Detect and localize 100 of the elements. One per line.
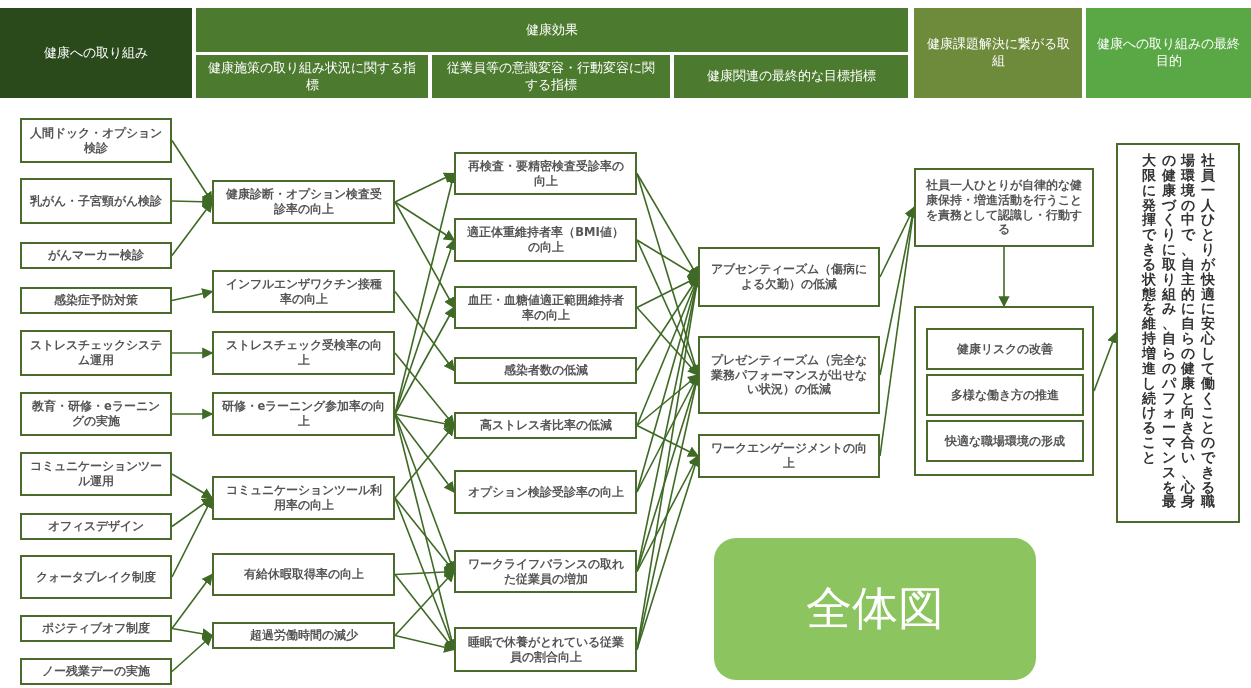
box-text: がんマーカー検診 [48, 248, 144, 263]
process-box [914, 168, 1094, 247]
header-band [196, 55, 428, 98]
header-text: 健康施策の取り組み状況に関する指標 [207, 59, 417, 94]
process-box [212, 180, 395, 224]
process-box [926, 420, 1084, 462]
arrow [171, 473, 214, 499]
arrow [636, 424, 700, 457]
arrow [394, 306, 455, 415]
box-text: 高ストレス者比率の低減 [479, 418, 612, 433]
header-band [674, 55, 908, 98]
arrow [171, 627, 214, 640]
arrow [636, 374, 700, 427]
box-text: インフルエンザワクチン接種率の向上 [224, 276, 383, 307]
header-band [196, 8, 908, 52]
process-box [212, 270, 395, 313]
process-box [20, 287, 172, 314]
arrow [171, 347, 214, 359]
header-band [0, 8, 192, 98]
box-text: ポジティブオフ制度 [42, 621, 150, 636]
arrow [394, 172, 456, 203]
process-box [20, 658, 172, 685]
process-box [20, 392, 172, 436]
arrow [171, 139, 213, 204]
box-text: 血圧・血糖値適正範囲維持者率の向上 [466, 292, 625, 323]
header-band [432, 55, 670, 98]
box-text: 健康リスクの改善 [957, 341, 1053, 357]
box-text: 超過労働時間の減少 [249, 628, 358, 643]
header-band [914, 8, 1082, 98]
arrow [636, 454, 699, 573]
arrow [394, 570, 455, 637]
process-box [212, 476, 395, 520]
box-text: ストレスチェック受検率の向上 [224, 338, 383, 368]
process-box [20, 178, 172, 224]
arrow [171, 573, 213, 630]
box-text: コミュニケーションツール運用 [29, 459, 163, 489]
box-text: 健康診断・オプション検査受診率の向上 [224, 187, 383, 217]
process-box [454, 357, 637, 384]
process-box [20, 452, 172, 496]
process-box [454, 286, 637, 329]
box-text: 再検査・要精密検査受診率の向上 [466, 158, 625, 189]
process-box [20, 330, 172, 376]
box-text: ストレスチェックシステム運用 [29, 338, 163, 368]
box-text: 感染者数の低減 [503, 363, 588, 378]
box-text: 有給休暇取得率の向上 [243, 567, 364, 582]
arrow [171, 196, 214, 208]
box-text: ワークライフバランスの取れた従業員の増加 [466, 556, 625, 587]
arrow [394, 290, 455, 372]
process-box [698, 247, 880, 307]
arrow [394, 566, 456, 578]
title-badge [714, 538, 1036, 680]
arrow [171, 408, 214, 420]
box-text: 快適な職場環境の形成 [945, 433, 1065, 449]
box-text: ワークエンゲージメントの向上 [710, 441, 868, 471]
process-box [454, 550, 637, 593]
box-text: 感染症予防対策 [54, 293, 138, 308]
arrow [171, 200, 213, 257]
arrow [998, 246, 1010, 308]
process-box [454, 627, 637, 672]
box-text: 人間ドック・オプション検診 [29, 125, 163, 156]
box-text: アブセンティーズム（傷病による欠勤）の低減 [710, 262, 868, 292]
process-box [454, 152, 637, 195]
arrow [394, 201, 455, 309]
box-text: 社員一人ひとりが自律的な健康保持・増進活動を行うことを責務として認識し・行動する [925, 177, 1083, 238]
arrow [394, 424, 455, 499]
arrow [394, 413, 456, 430]
header-text: 健康課題解決に繋がる取組 [925, 36, 1071, 70]
header-text: 健康関連の最終的な目標指標 [706, 68, 876, 85]
process-box [20, 242, 172, 269]
header-band [1086, 8, 1251, 98]
header-text: 従業員等の意識変容・行動変容に関する指標 [446, 59, 656, 94]
box-text: 社員一人ひとりが快適に安心して働くことのできる職場環境の中で、自主的に自らの健康と向き合い、心身の健康づくりに取り組み、自らのパフォーマンスを最大限に発揮できる状態を維持増進し続けること [1142, 153, 1214, 510]
process-box [454, 412, 637, 439]
process-box [454, 470, 637, 514]
arrow [394, 497, 455, 573]
process-box [698, 434, 880, 478]
process-box [926, 374, 1084, 416]
title-text: 全体図 [806, 580, 944, 637]
box-text: コミュニケーションツール利用率の向上 [224, 483, 383, 513]
box-text: 多様な働き方の推進 [951, 387, 1059, 403]
process-box [212, 622, 395, 649]
process-box [454, 218, 637, 262]
process-box [20, 118, 172, 163]
header-text: 健康効果 [526, 21, 578, 39]
goal-box [1116, 143, 1240, 523]
process-box [212, 392, 395, 436]
group-box [914, 306, 1094, 476]
arrow [394, 634, 456, 653]
arrow [171, 288, 214, 302]
header-text: 健康への取り組み [44, 44, 148, 62]
box-text: オプション検診受診率の向上 [467, 484, 624, 500]
box-text: 研修・eラーニング参加率の向上 [220, 399, 387, 429]
arrow [879, 206, 915, 278]
arrow [394, 413, 455, 494]
box-text: プレゼンティーズム（完全な業務パフォーマンスが出せない状況）の低減 [710, 352, 868, 398]
header-text: 健康への取り組みの最終目的 [1096, 36, 1241, 70]
arrow [171, 497, 214, 528]
process-box [20, 555, 172, 599]
box-text: クォータブレイク制度 [36, 569, 156, 585]
box-text: 適正体重維持者率（BMI値）の向上 [466, 225, 625, 255]
